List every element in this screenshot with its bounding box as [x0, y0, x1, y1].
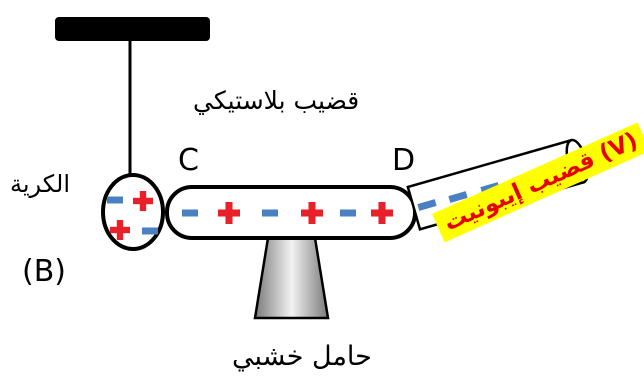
- ball-letter-label: (B): [22, 254, 66, 289]
- ebonite-rod-negative-charge: [448, 191, 468, 203]
- plastic-rod-negative-charge: [340, 209, 356, 217]
- plastic-rod-label: قضيب بلاستيكي: [193, 86, 360, 115]
- ball-negative-charge: [142, 227, 158, 235]
- wooden-stand-label: حامل خشبي: [232, 341, 372, 372]
- point-c-label: C: [178, 143, 199, 178]
- plastic-rod-positive-charge: [218, 202, 240, 224]
- ball-negative-charge: [107, 196, 123, 204]
- ball: [101, 173, 165, 251]
- point-d-label: D: [392, 143, 416, 178]
- plastic-rod-positive-charge: [301, 202, 323, 224]
- ball-positive-charge: [110, 220, 130, 240]
- ebonite-rod-negative-charge: [417, 199, 437, 211]
- plastic-rod-positive-charge: [371, 202, 393, 224]
- plastic-rod-negative-charge: [262, 209, 278, 217]
- wooden-stand: [253, 236, 330, 320]
- plastic-rod-negative-charge: [182, 209, 198, 217]
- ceiling-support: [55, 17, 210, 41]
- ball-label: الكرية: [10, 170, 71, 198]
- ball-positive-charge: [133, 191, 153, 211]
